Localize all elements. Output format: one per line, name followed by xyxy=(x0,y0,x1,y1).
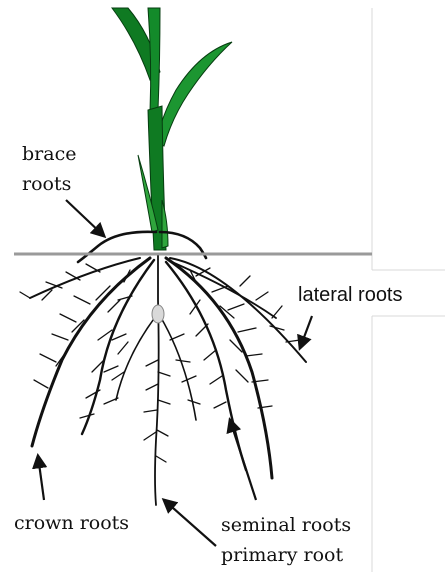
label-primary-root: primary root xyxy=(221,544,343,566)
seed xyxy=(152,305,164,323)
arrow-crown xyxy=(38,456,44,500)
arrow-brace xyxy=(66,200,104,236)
label-brace-line2: roots xyxy=(22,173,71,195)
crown-root-left-outer xyxy=(32,258,150,446)
leaf-base-right xyxy=(162,200,168,248)
label-brace-line1: brace xyxy=(22,143,76,165)
crown-root-right-outer xyxy=(166,258,272,478)
arrow-lateral xyxy=(300,316,312,348)
brace-roots xyxy=(78,232,206,262)
arrow-primary xyxy=(164,500,216,546)
label-arrows xyxy=(38,200,312,546)
leaf-right xyxy=(156,42,232,146)
root-system xyxy=(20,256,306,505)
plant-shoot xyxy=(112,8,232,250)
label-crown-roots: crown roots xyxy=(14,512,129,534)
arrow-seminal xyxy=(230,420,256,500)
label-seminal-roots: seminal roots xyxy=(221,514,351,536)
primary-root-line xyxy=(155,256,159,505)
label-lateral-roots: lateral roots xyxy=(298,284,403,306)
